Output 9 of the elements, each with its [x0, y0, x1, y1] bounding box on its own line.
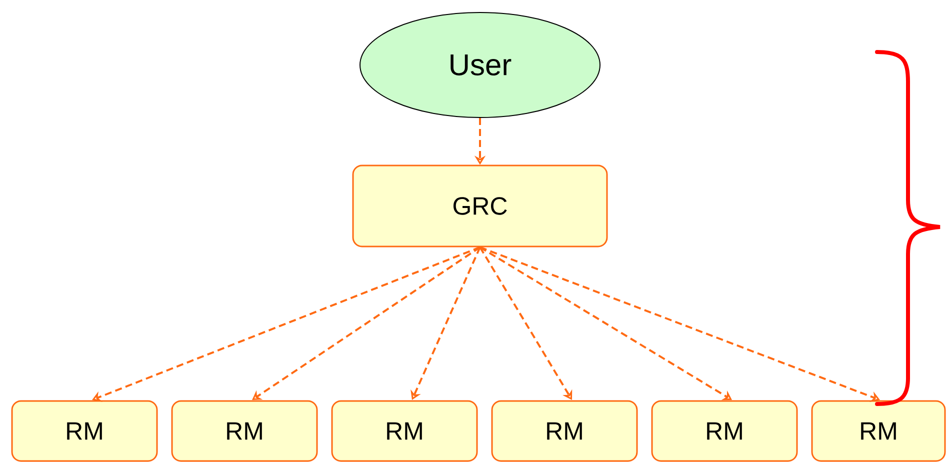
process-box: RM — [651, 400, 798, 462]
process-box: GRC — [352, 164, 608, 248]
process-box: RM — [811, 400, 946, 462]
process-box: RM — [11, 400, 158, 462]
arrow — [252, 246, 481, 400]
process-box: RM — [491, 400, 638, 462]
arrow — [479, 246, 732, 400]
process-box: RM — [171, 400, 318, 462]
process-box: RM — [331, 400, 478, 462]
